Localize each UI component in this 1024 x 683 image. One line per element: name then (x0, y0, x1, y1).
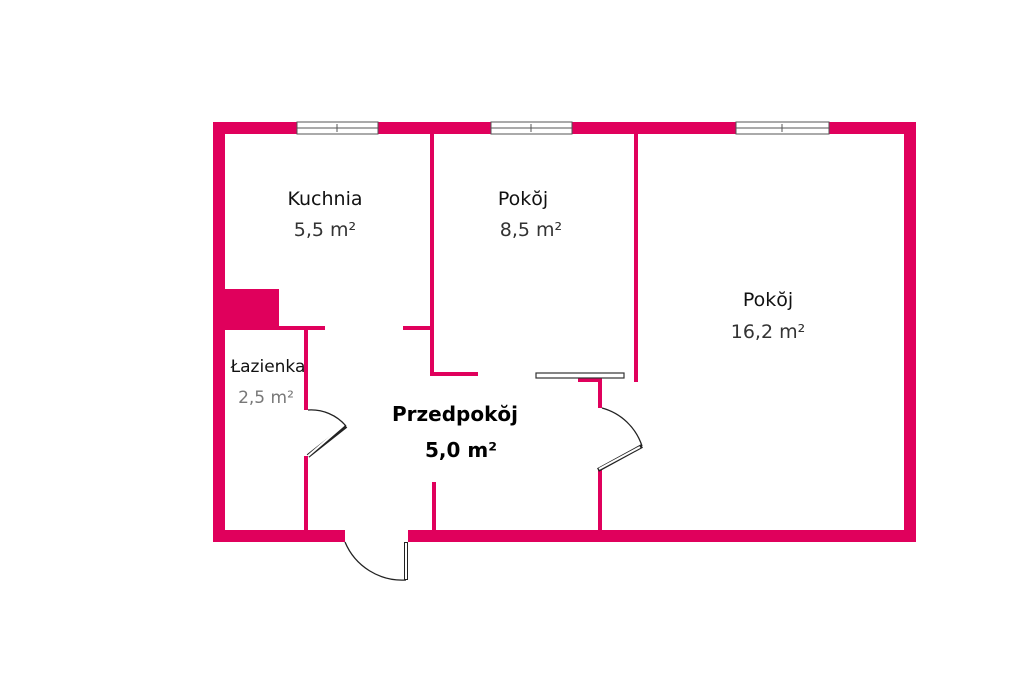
outer-wall-bottom-left (213, 530, 345, 542)
room-name: Pokŏj (743, 289, 793, 311)
window-kitchen (296, 121, 379, 135)
wall-room-bottom-left (430, 372, 478, 376)
room-label-przedpokoj: Przedpokŏj 5,0 m² (392, 402, 518, 462)
room-area: 5,5 m² (294, 219, 356, 241)
room-area: 8,5 m² (500, 219, 562, 241)
room-name: Przedpokŏj (392, 402, 518, 426)
wall-hall-room-lower (598, 470, 602, 530)
door-bathroom (306, 409, 348, 458)
outer-wall-left (213, 122, 225, 542)
wall-kitchen-stub (403, 326, 434, 330)
outer-wall-right (904, 122, 916, 542)
room-name: Pokŏj (498, 188, 548, 210)
room-area: 5,0 m² (425, 438, 497, 462)
wall-room-room (634, 134, 638, 382)
room-name: Kuchnia (287, 188, 362, 210)
door-large-room (597, 407, 643, 472)
wall-wardrobe-stub (578, 378, 602, 382)
outer-wall-bottom-right (408, 530, 916, 542)
room-label-kuchnia: Kuchnia 5,5 m² (287, 188, 362, 241)
room-label-pokoj-middle: Pokŏj 8,5 m² (498, 188, 562, 241)
room-label-pokoj-large: Pokŏj 16,2 m² (731, 289, 805, 343)
wall-bath-right-upper (304, 330, 308, 410)
room-area: 2,5 m² (238, 388, 294, 408)
windows (296, 121, 830, 135)
room-label-lazienka: Łazienka 2,5 m² (230, 357, 306, 408)
wall-bath-top (225, 326, 325, 330)
doors (306, 407, 643, 581)
wall-hall-stub (432, 482, 436, 530)
room-area: 16,2 m² (731, 321, 805, 343)
door-entrance (344, 541, 408, 581)
wall-kitchen-room (430, 134, 434, 376)
wall-hall-room-upper (598, 382, 602, 408)
bath-shaft (225, 289, 279, 326)
walls (213, 122, 916, 542)
wall-bath-right-lower (304, 456, 308, 530)
window-large-room (735, 121, 830, 135)
window-middle-room (490, 121, 573, 135)
sliding-wardrobe (535, 372, 625, 379)
room-name: Łazienka (230, 357, 306, 377)
